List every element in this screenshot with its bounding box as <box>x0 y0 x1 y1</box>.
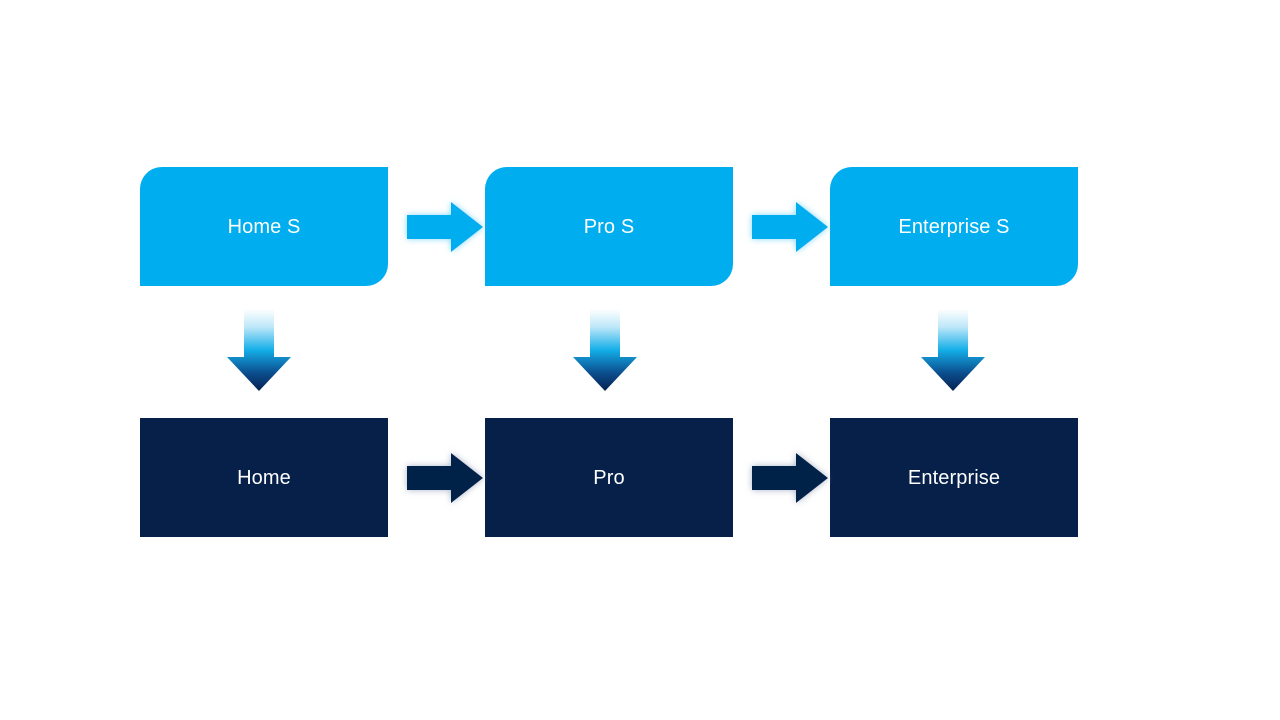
arrow-down-icon-pro-s-to-pro <box>573 309 637 391</box>
node-pro[interactable]: Pro <box>485 418 733 537</box>
node-pro-s[interactable]: Pro S <box>485 167 733 286</box>
arrow-right-icon-pro-to-enterprise <box>752 451 828 505</box>
node-label-enterprise: Enterprise <box>907 466 1001 489</box>
arrow-down-icon-enterprise-s-to-enterprise <box>921 309 985 391</box>
node-label-home-s: Home S <box>227 215 301 238</box>
arrow-down-icon-home-s-to-home <box>227 309 291 391</box>
node-enterprise-s[interactable]: Enterprise S <box>830 167 1078 286</box>
node-label-pro-s: Pro S <box>583 215 635 238</box>
node-label-home: Home <box>237 466 291 489</box>
arrow-right-icon-home-s-to-pro-s <box>407 200 483 254</box>
node-home-s[interactable]: Home S <box>140 167 388 286</box>
node-enterprise[interactable]: Enterprise <box>830 418 1078 537</box>
arrow-right-icon-pro-s-to-enterprise-s <box>752 200 828 254</box>
node-label-pro: Pro <box>593 466 625 489</box>
node-home[interactable]: Home <box>140 418 388 537</box>
arrow-right-icon-home-to-pro <box>407 451 483 505</box>
node-label-enterprise-s: Enterprise S <box>898 215 1010 238</box>
